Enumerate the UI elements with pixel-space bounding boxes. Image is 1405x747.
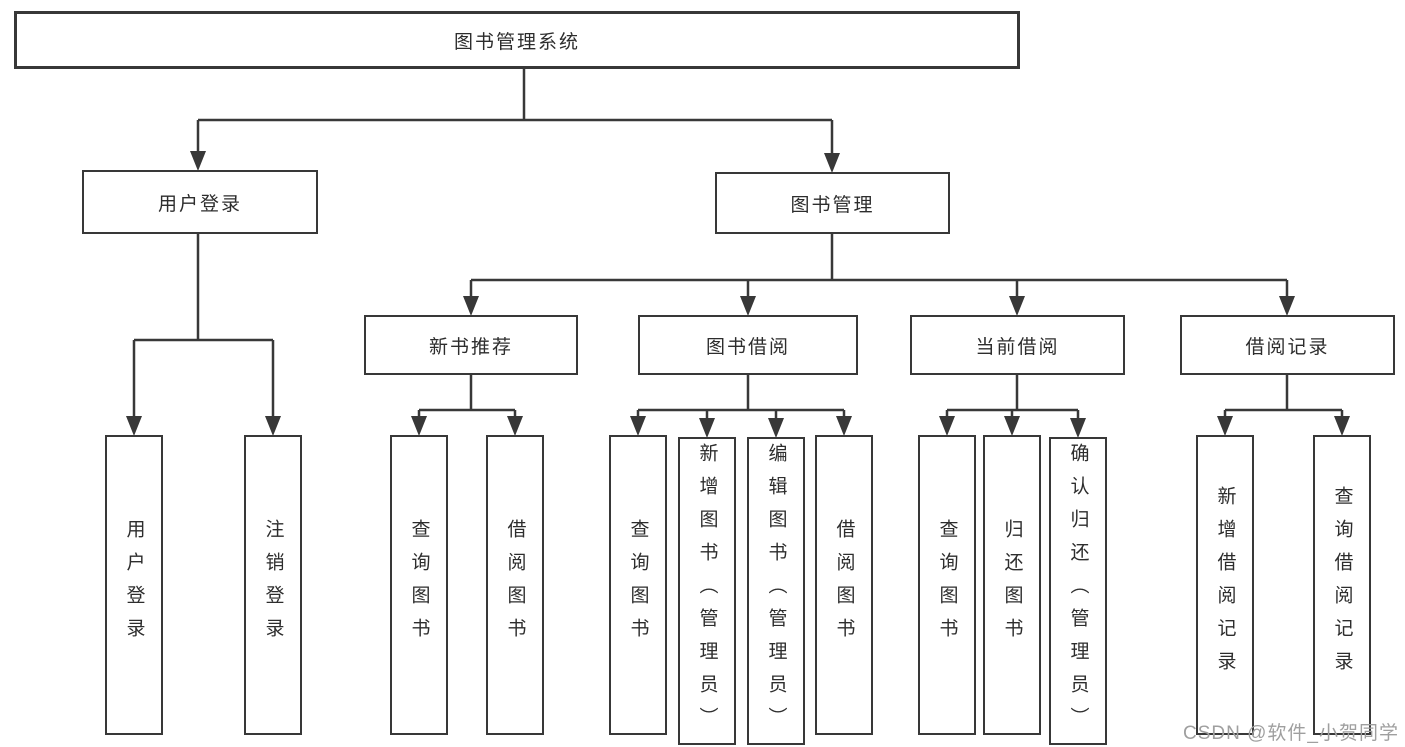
node-borrow-records-label: 借阅记录: [1245, 336, 1330, 358]
node-root: 图书管理系统: [14, 11, 1020, 69]
node-user-login-branch-label: 用户登录: [157, 193, 242, 215]
node-user-login-branch: 用户登录: [82, 170, 318, 234]
leaf-user-login-label: 用户登录: [123, 519, 145, 651]
leaf-return-books-label: 归还图书: [1001, 519, 1023, 651]
node-book-borrowing: 图书借阅: [638, 315, 858, 375]
leaf-add-books-admin-label: 新增图书（管理员）: [696, 442, 718, 740]
leaf-logout: 注销登录: [244, 435, 302, 735]
leaf-borrowing-borrow-books-label: 借阅图书: [833, 519, 855, 651]
leaf-add-borrow-record-label: 新增借阅记录: [1214, 486, 1236, 684]
node-root-label: 图书管理系统: [453, 31, 580, 53]
leaf-add-books-admin: 新增图书（管理员）: [678, 437, 736, 745]
leaf-logout-label: 注销登录: [262, 519, 284, 651]
leaf-recommend-query-books-label: 查询图书: [408, 519, 430, 651]
node-new-book-recommend: 新书推荐: [364, 315, 578, 375]
leaf-confirm-return-admin-label: 确认归还（管理员）: [1067, 442, 1089, 740]
node-new-book-recommend-label: 新书推荐: [428, 336, 513, 358]
leaf-return-books: 归还图书: [983, 435, 1041, 735]
leaf-borrowing-borrow-books: 借阅图书: [815, 435, 873, 735]
leaf-current-query-books-label: 查询图书: [936, 519, 958, 651]
leaf-query-borrow-record-label: 查询借阅记录: [1331, 486, 1353, 684]
leaf-user-login: 用户登录: [105, 435, 163, 735]
leaf-recommend-query-books: 查询图书: [390, 435, 448, 735]
leaf-query-borrow-record: 查询借阅记录: [1313, 435, 1371, 735]
leaf-borrowing-query-books-label: 查询图书: [627, 519, 649, 651]
leaf-current-query-books: 查询图书: [918, 435, 976, 735]
leaf-add-borrow-record: 新增借阅记录: [1196, 435, 1254, 735]
node-current-borrowing-label: 当前借阅: [975, 336, 1060, 358]
leaf-confirm-return-admin: 确认归还（管理员）: [1049, 437, 1107, 745]
node-borrow-records: 借阅记录: [1180, 315, 1395, 375]
node-book-borrowing-label: 图书借阅: [705, 336, 790, 358]
leaf-recommend-borrow-books-label: 借阅图书: [504, 519, 526, 651]
node-book-management: 图书管理: [715, 172, 950, 234]
csdn-watermark: CSDN @软件_小贺同学: [1183, 723, 1399, 744]
node-current-borrowing: 当前借阅: [910, 315, 1125, 375]
arrowheads: [126, 151, 1350, 438]
leaf-edit-books-admin: 编辑图书（管理员）: [747, 437, 805, 745]
leaf-edit-books-admin-label: 编辑图书（管理员）: [765, 442, 787, 740]
leaf-recommend-borrow-books: 借阅图书: [486, 435, 544, 735]
leaf-borrowing-query-books: 查询图书: [609, 435, 667, 735]
node-book-management-label: 图书管理: [790, 194, 875, 216]
